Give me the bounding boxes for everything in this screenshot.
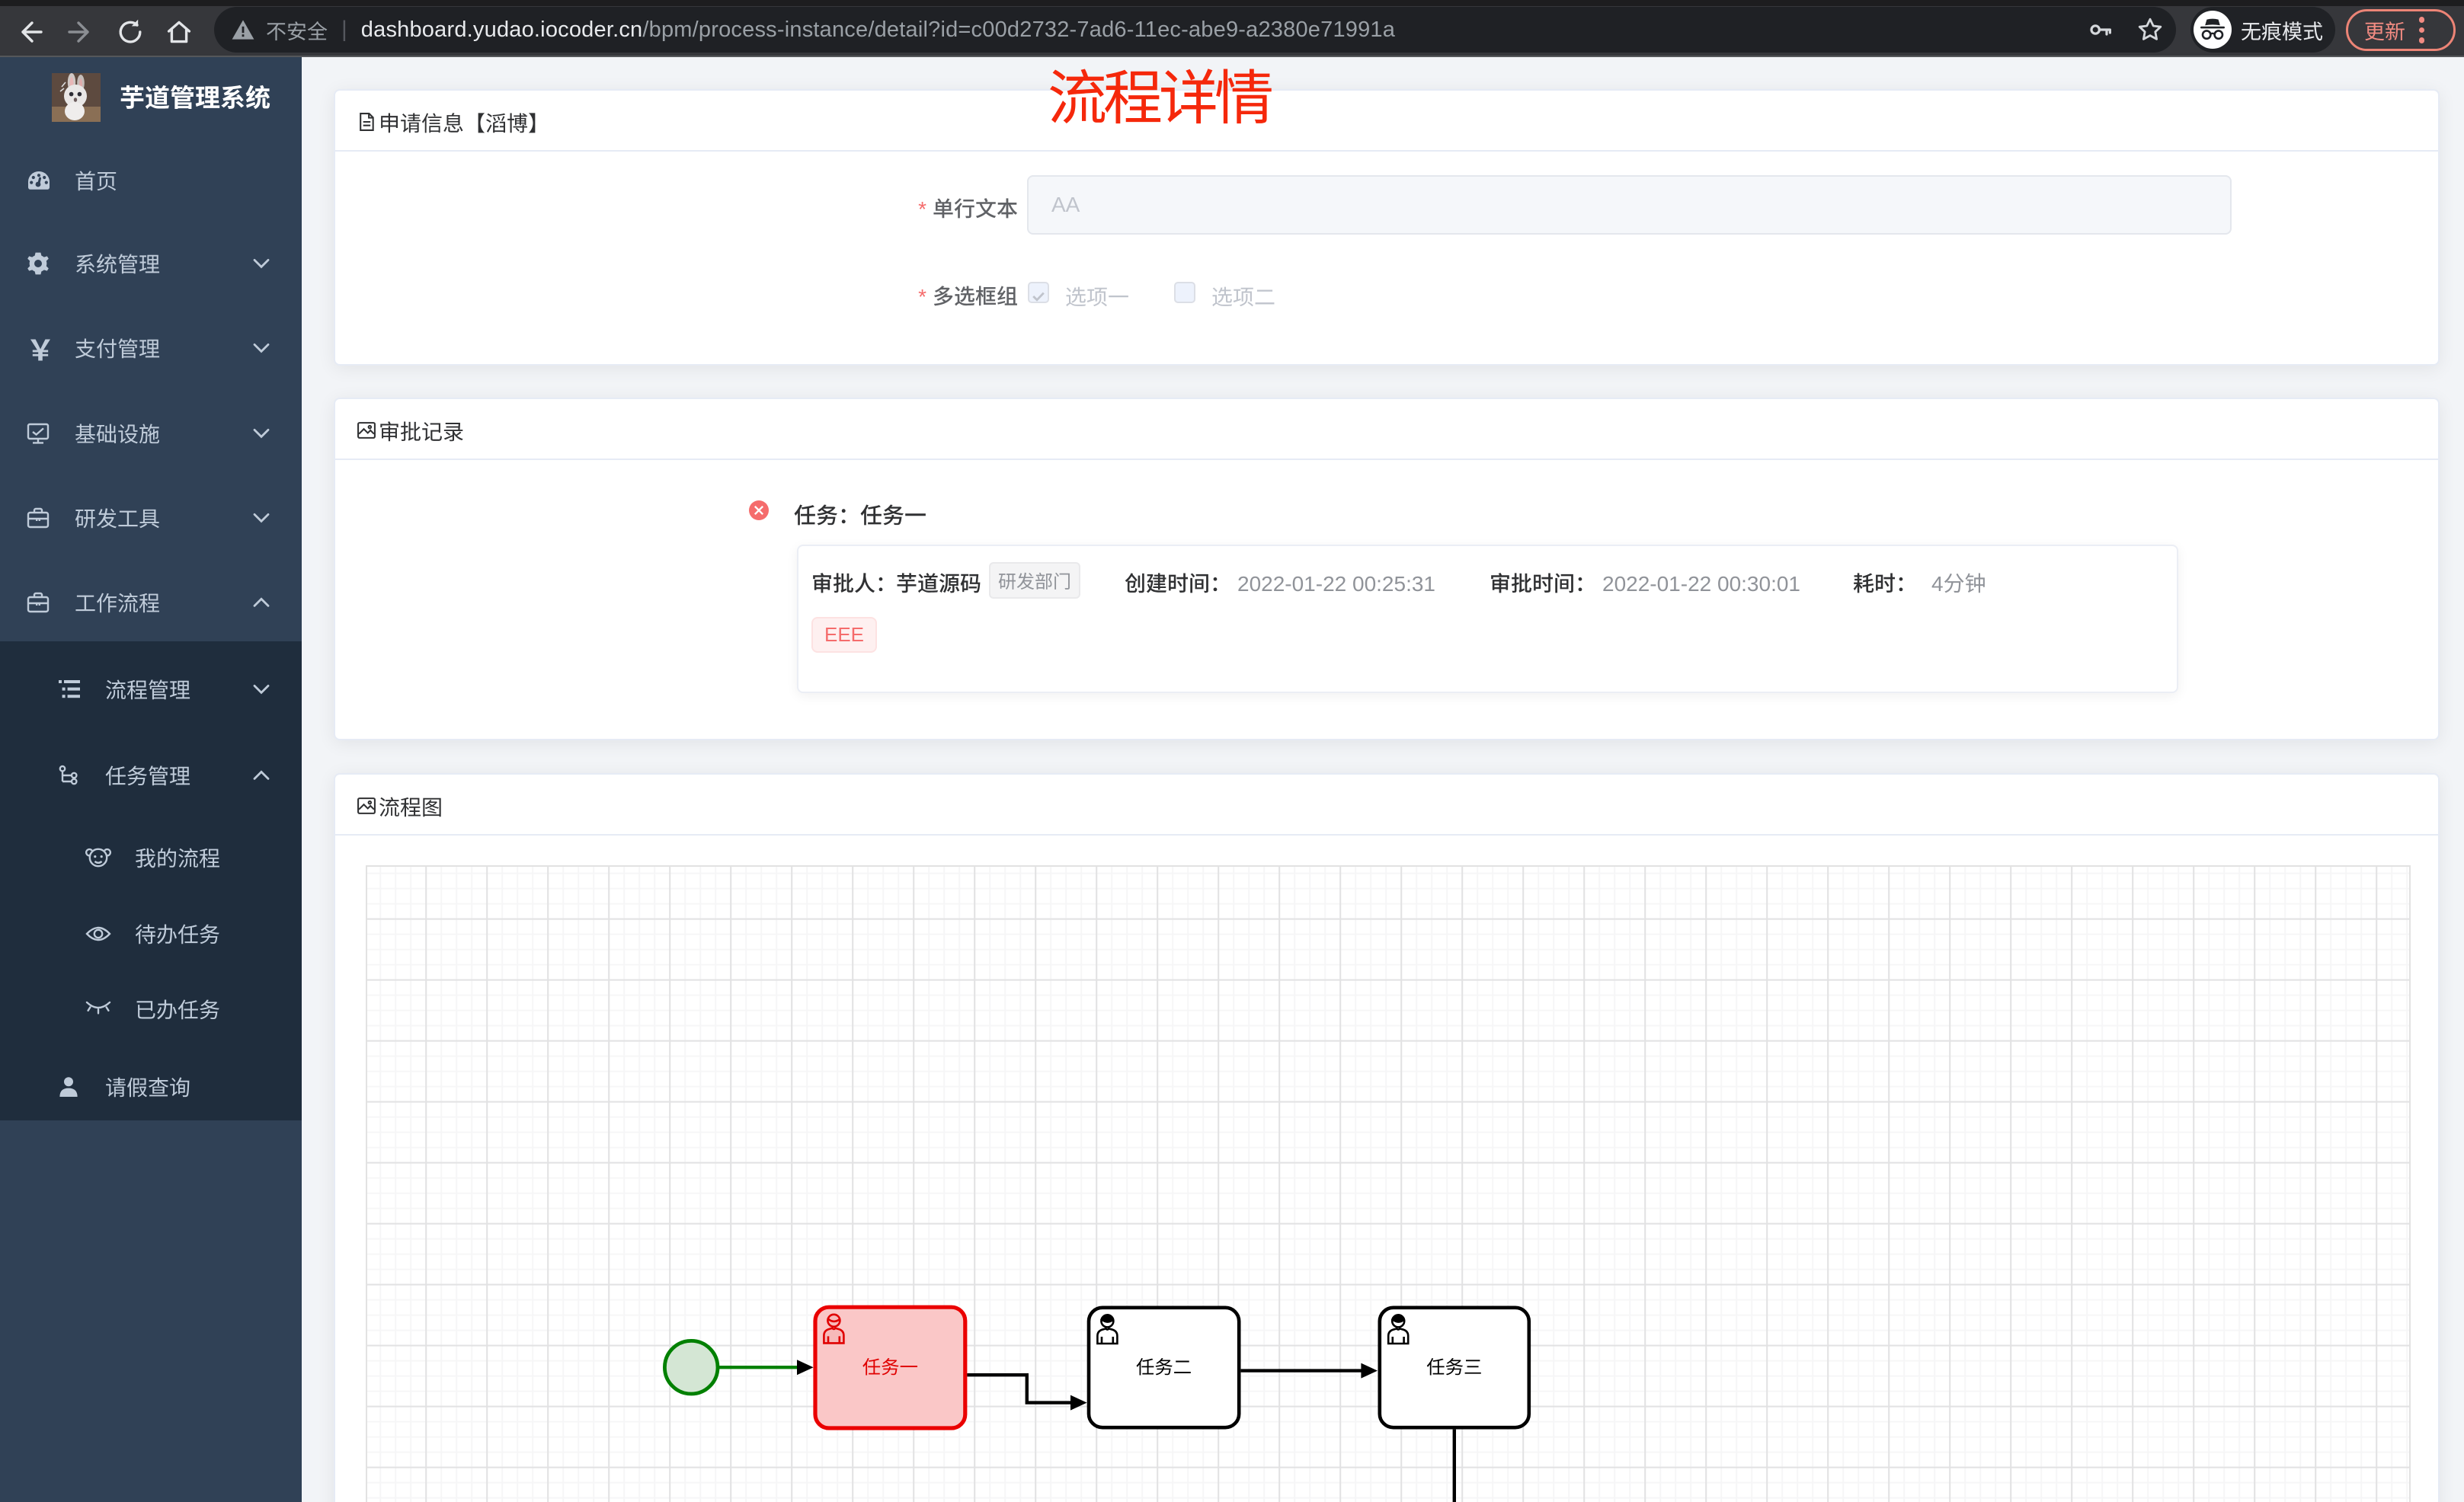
svg-text:任务二: 任务二 [1136,1353,1192,1380]
svg-text:任务一: 任务一 [862,1353,918,1380]
svg-text:任务三: 任务三 [1426,1353,1482,1380]
